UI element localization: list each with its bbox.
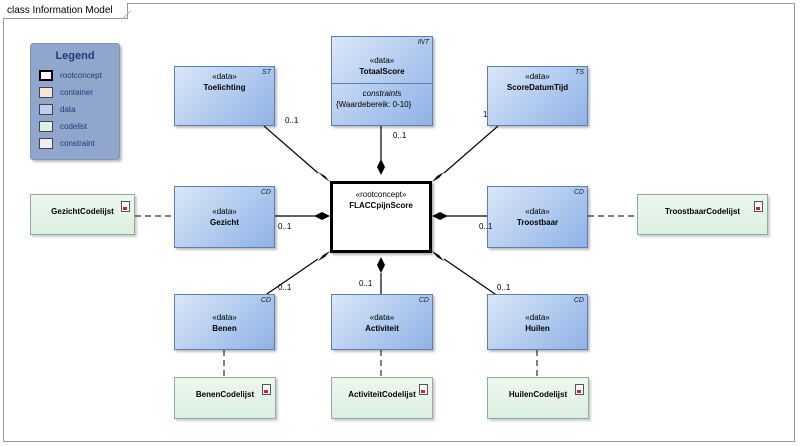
class-activiteit[interactable]: CD «data» Activiteit [331,294,433,350]
multiplicity-activiteit: 0..1 [359,279,373,288]
class-troostbaar[interactable]: CD «data» Troostbaar [487,186,588,248]
class-flaccpijnscore[interactable]: «rootconcept» FLACCpijnScore [330,181,432,253]
multiplicity-scoredatumtijd: 1 [483,110,488,119]
legend-label: container [60,88,93,97]
class-stereotype: «data» [369,313,395,322]
class-name: Huilen [525,324,550,333]
class-name: ScoreDatumTijd [506,83,569,92]
assoc-huilen [443,258,499,297]
codelist-name: BenenCodelijst [195,390,255,399]
assoc-scoredatumtijd [443,125,499,174]
class-name: Troostbaar [516,218,559,227]
class-stereotype: «data» [525,72,550,81]
datatype-tag: CD [573,189,584,196]
multiplicity-totaalscore: 0..1 [393,131,407,140]
diamond-troostbaar [432,212,448,220]
legend-label: codelist [60,122,88,131]
frame-title: class Information Model [3,3,128,19]
datatype-tag: CD [418,297,429,304]
class-stereotype: «data» [525,207,550,216]
class-scoredatumtijd[interactable]: TS «data» ScoreDatumTijd [487,66,588,126]
class-name: Activiteit [365,324,399,333]
class-stereotype: «data» [525,313,550,322]
class-stereotype: «data» [212,207,237,216]
document-icon [575,384,584,395]
diamond-benen [318,251,330,261]
codelist-name: GezichtCodelijst [51,207,114,216]
datatype-tag: CD [573,297,584,304]
codelist-troostbaar[interactable]: TroostbaarCodelijst [637,194,768,235]
constraint-text: {Waardebereik: 0-10} [336,100,412,109]
codelist-benen[interactable]: BenenCodelijst [174,377,276,419]
document-icon [419,384,428,395]
class-stereotype: «data» [212,72,237,81]
diamond-toelichting [318,172,330,182]
class-stereotype: «rootconcept» [355,190,407,199]
class-totaalscore[interactable]: INT «data» TotaalScore constraints {Waar… [331,36,433,126]
class-benen[interactable]: CD «data» Benen [174,294,275,350]
multiplicity-troostbaar: 0..1 [479,222,493,231]
multiplicity-huilen: 0..1 [497,283,511,292]
document-icon [754,201,763,212]
legend-swatch-codelist [39,121,53,132]
legend-label: data [60,105,76,114]
legend-label: rootconcept [60,71,102,80]
class-name: Gezicht [210,218,239,227]
datatype-tag: ST [262,69,271,76]
codelist-name: TroostbaarCodelijst [664,207,741,216]
class-toelichting[interactable]: ST «data» Toelichting [174,66,275,126]
multiplicity-toelichting: 0..1 [285,116,299,125]
multiplicity-gezicht: 0..1 [278,222,292,231]
legend-label: constraint [60,139,95,148]
codelist-gezicht[interactable]: GezichtCodelijst [30,194,135,235]
legend-swatch-container [39,87,53,98]
class-stereotype: «data» [212,313,237,322]
legend-swatch-data [39,104,53,115]
datatype-tag: INT [417,39,429,46]
legend-swatch-rootconcept [39,70,53,81]
codelist-name: HuilenCodelijst [508,390,568,399]
multiplicity-benen: 0..1 [278,283,292,292]
document-icon [121,201,130,212]
datatype-tag: CD [260,297,271,304]
constraints-heading: constraints [362,89,402,98]
legend-panel: Legend rootconcept container data codeli… [30,43,120,160]
diamond-gezicht [314,212,330,220]
assoc-toelichting [263,125,319,174]
diamond-totaalscore [377,159,385,175]
diamond-activiteit [377,257,385,273]
codelist-huilen[interactable]: HuilenCodelijst [487,377,589,419]
compartment-divider [332,83,432,84]
legend-title: Legend [55,50,95,62]
class-name: TotaalScore [359,67,405,76]
class-stereotype: «data» [369,56,395,65]
class-name: Toelichting [203,83,246,92]
diagram-frame [3,3,795,442]
class-name: FLACCpijnScore [349,201,413,210]
assoc-benen [263,258,319,297]
document-icon [262,384,271,395]
class-gezicht[interactable]: CD «data» Gezicht [174,186,275,248]
diamond-scoredatumtijd [432,172,444,182]
codelist-name: ActiviteitCodelijst [348,390,416,399]
codelist-activiteit[interactable]: ActiviteitCodelijst [331,377,433,419]
class-name: Benen [212,324,237,333]
diamond-huilen [432,251,444,261]
legend-swatch-constraint [39,138,53,149]
class-huilen[interactable]: CD «data» Huilen [487,294,588,350]
datatype-tag: TS [575,69,584,76]
datatype-tag: CD [260,189,271,196]
